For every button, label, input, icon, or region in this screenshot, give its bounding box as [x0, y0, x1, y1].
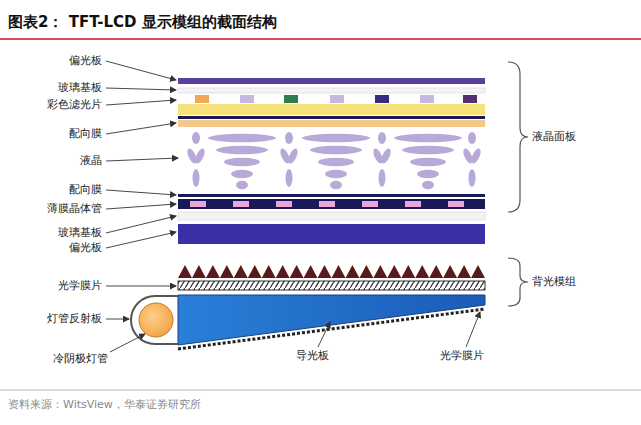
light-guide-plate: [178, 295, 485, 345]
part-label: 导光板: [296, 349, 329, 363]
part-label: 玻璃基板: [58, 226, 102, 240]
top-polarizer: [178, 78, 485, 84]
part-label: 配向膜: [69, 183, 102, 197]
part-label: 彩色滤光片: [47, 98, 102, 112]
part-label: 光学膜片: [440, 349, 484, 363]
reflector-film: [178, 309, 485, 349]
leader-lines: [106, 61, 480, 352]
tft-layer: [178, 199, 485, 209]
part-label: 液晶: [80, 154, 102, 168]
panel-bracket: [508, 62, 528, 212]
diffuser-film: [178, 281, 485, 290]
lamp-reflector: [131, 296, 178, 344]
part-label: 光学膜片: [58, 279, 102, 293]
part-label: 液晶面板: [532, 130, 576, 144]
figure-title: 图表2： TFT-LCD 显示模组的截面结构: [8, 12, 277, 32]
source-rule: [0, 390, 641, 391]
top-glass: [178, 88, 485, 93]
part-label: 灯管反射板: [47, 312, 102, 326]
part-label: 薄膜晶体管: [47, 202, 102, 216]
bottom-alignment-film: [178, 194, 485, 197]
top-alignment-film: [178, 120, 485, 127]
part-label: 偏光板: [69, 54, 102, 68]
source-note: 资料来源：WitsView，华泰证券研究所: [8, 398, 201, 412]
part-label: 偏光板: [69, 241, 102, 255]
prism-film: [178, 265, 485, 278]
title-rule: [0, 38, 641, 40]
backlight-bracket: [508, 258, 528, 306]
part-label: 玻璃基板: [58, 81, 102, 95]
part-label: 配向膜: [69, 127, 102, 141]
part-label: 冷阴极灯管: [53, 352, 108, 366]
part-label: 背光模组: [532, 275, 576, 289]
ccfl-lamp: [139, 303, 173, 337]
electrode-line: [178, 116, 485, 119]
tft-cells: [190, 201, 464, 207]
liquid-crystal: [185, 132, 482, 189]
color-filter: [178, 95, 485, 115]
bottom-glass: [178, 212, 485, 220]
bottom-polarizer: [178, 224, 485, 244]
